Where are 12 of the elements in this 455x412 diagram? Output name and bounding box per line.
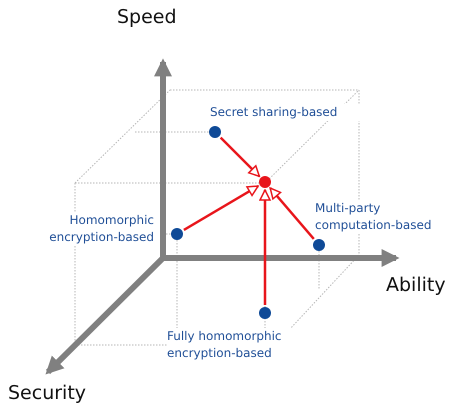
- data-point: [171, 228, 183, 240]
- arrow: [183, 185, 259, 231]
- arrow: [259, 189, 271, 305]
- data-point: [313, 239, 325, 251]
- axis-label: Ability: [386, 274, 446, 296]
- axis-label: Speed: [117, 6, 177, 28]
- arrow: [269, 187, 315, 240]
- arrow: [220, 136, 260, 178]
- data-point: [259, 176, 271, 188]
- data-point: [259, 307, 271, 319]
- axis-label: Security: [8, 382, 86, 404]
- data-point: [209, 126, 221, 138]
